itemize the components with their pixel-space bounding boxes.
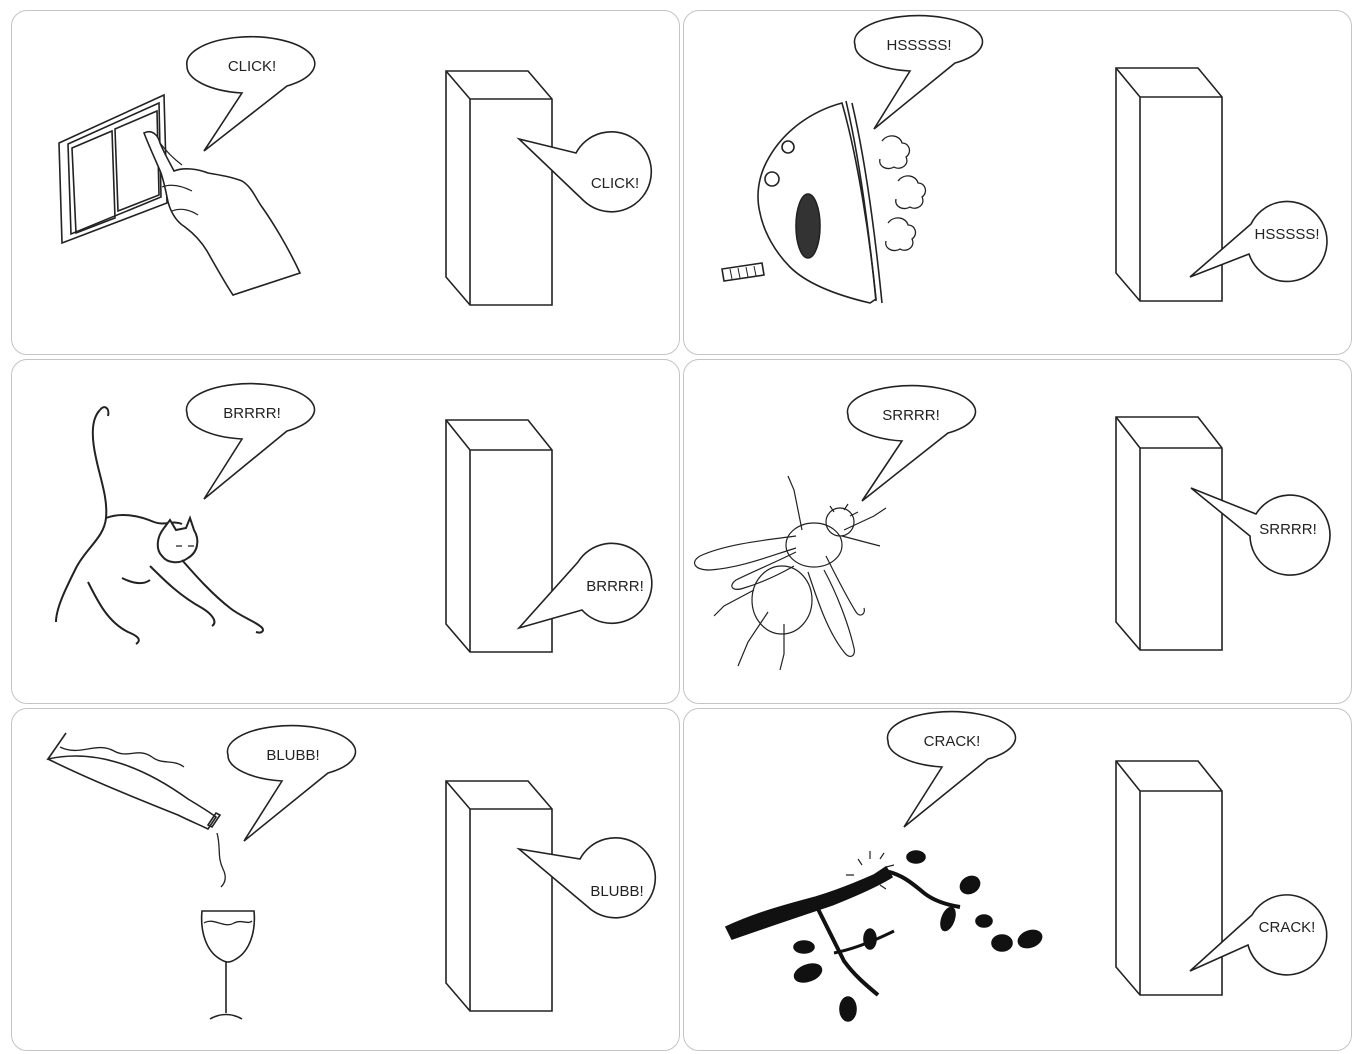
cat-icon (55, 406, 264, 645)
panel-cat: BRRRR! BRRRR! (11, 359, 680, 704)
panel-iron: HSSSSS! HSSSSS! (683, 10, 1352, 355)
box-icon (1115, 67, 1223, 302)
panel-branch-drawing: CRACK! CRACK! (724, 710, 1328, 1022)
steam-iron-icon (721, 100, 883, 304)
sound-label-box: SRRRR! (1259, 521, 1317, 538)
liquid-stream (216, 832, 226, 888)
box-icon (445, 70, 553, 306)
box-icon (1115, 760, 1223, 996)
bottle-icon (46, 732, 222, 831)
sound-label: SRRRR! (882, 407, 940, 424)
panel-branch: CRACK! CRACK! (683, 708, 1352, 1051)
breaking-branch-icon (724, 850, 1043, 1022)
speech-bubble-top (185, 382, 316, 500)
panel-fly: SRRRR! SRRRR! (683, 359, 1352, 704)
sound-label: CLICK! (228, 58, 276, 75)
panel-iron-drawing: HSSSSS! HSSSSS! (721, 14, 1328, 304)
speech-bubble-box (1190, 487, 1331, 576)
sound-label: BRRRR! (223, 405, 281, 422)
box-icon (1115, 416, 1223, 651)
panel-switch: CLICK! CLICK! (11, 10, 680, 355)
sound-label-box: BRRRR! (586, 578, 644, 595)
box-icon (445, 419, 553, 653)
speech-bubble-box (516, 131, 653, 213)
sound-label-box: CRACK! (1259, 919, 1316, 936)
speech-bubble-box (516, 542, 653, 630)
sound-label: BLUBB! (266, 747, 319, 764)
fly-icon (693, 475, 887, 671)
speech-bubble-top (185, 35, 316, 152)
panel-pour-drawing: BLUBB! BLUBB! (46, 724, 657, 1020)
speech-bubble-box (516, 837, 657, 919)
speech-bubble-box (1189, 894, 1328, 976)
hand-icon (142, 130, 302, 296)
speech-bubble-top (886, 710, 1017, 828)
sound-label-box: BLUBB! (590, 883, 643, 900)
sound-label-box: CLICK! (591, 175, 639, 192)
speech-bubble-top (853, 14, 984, 130)
speech-bubble-box (1189, 200, 1328, 283)
panel-switch-drawing: CLICK! CLICK! (58, 35, 653, 306)
box-icon (445, 780, 553, 1012)
speech-bubble-top (226, 724, 357, 842)
panel-pour: BLUBB! BLUBB! (11, 708, 680, 1051)
sound-label-box: HSSSSS! (1254, 226, 1319, 243)
panel-cat-drawing: BRRRR! BRRRR! (55, 382, 653, 653)
light-switch-icon (58, 93, 168, 245)
crack-burst-icon (846, 851, 895, 890)
sound-label: HSSSSS! (886, 37, 951, 54)
panel-fly-drawing: SRRRR! SRRRR! (693, 384, 1331, 671)
steam-icon (879, 135, 927, 252)
sound-label: CRACK! (924, 733, 981, 750)
wine-glass-icon (200, 910, 256, 1020)
speech-bubble-top (846, 384, 977, 502)
